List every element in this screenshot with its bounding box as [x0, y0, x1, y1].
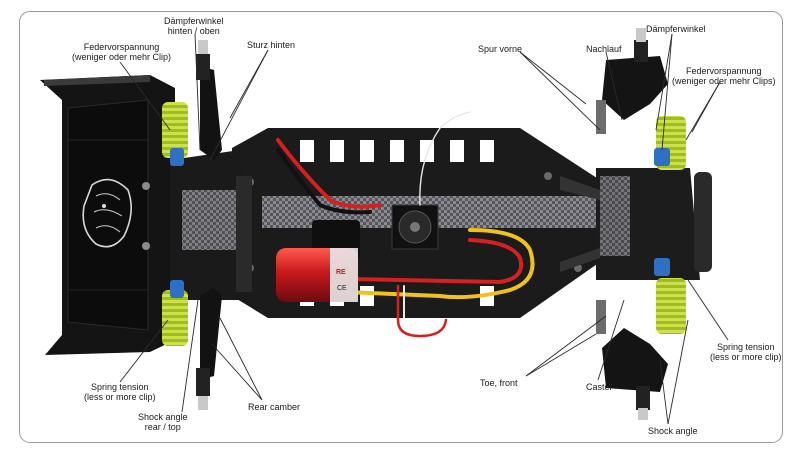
rear-suspension — [162, 40, 252, 410]
label-toe-front: Toe, front — [480, 378, 518, 388]
label-nachlauf: Nachlauf — [586, 44, 622, 54]
label-daempferwinkel-rear: Dämpferwinkel hinten / oben — [164, 16, 224, 36]
label-federvorspannung-rear: Federvorspannung (weniger oder mehr Clip… — [72, 42, 172, 62]
front-suspension — [560, 28, 712, 420]
wolf-decal — [82, 178, 132, 248]
front-left-shock — [654, 116, 686, 170]
leader-lines — [119, 33, 729, 425]
motor: RE CE — [276, 248, 358, 302]
rear-left-shock — [162, 102, 188, 166]
label-federvorspannung-front: Federvorspannung (weniger oder mehr Clip… — [672, 66, 776, 86]
label-rear-camber: Rear camber — [248, 402, 301, 412]
label-caster: Caster — [586, 382, 613, 392]
wiring — [276, 111, 535, 338]
label-daempferwinkel-front: Dämpferwinkel — [646, 24, 706, 34]
rear-wing — [40, 75, 175, 355]
label-spring-tension-front: Spring tension (less or more clip) — [710, 342, 782, 362]
label-spring-tension-rear: Spring tension (less or more clip) — [84, 382, 156, 402]
label-shock-angle-front: Shock angle — [648, 426, 698, 436]
label-sturz-hinten: Sturz hinten — [247, 40, 296, 50]
rear-right-shock — [162, 280, 188, 346]
front-right-shock — [654, 258, 686, 334]
label-spur-vorne: Spur vorne — [478, 44, 523, 54]
motor-ce-mark: CE — [337, 285, 347, 292]
motor-badge: RE — [336, 269, 346, 276]
label-shock-angle-rear: Shock angle rear / top — [138, 412, 188, 432]
